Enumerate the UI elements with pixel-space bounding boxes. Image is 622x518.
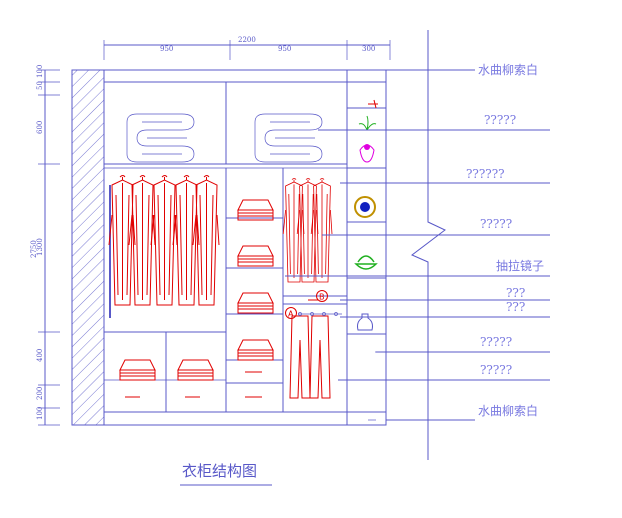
cabinet-frame <box>103 69 387 426</box>
vase-icon <box>357 313 373 331</box>
top-dimension: 2200 950 950 300 <box>103 36 391 60</box>
dim-h5: 400 <box>36 349 44 362</box>
label-5: ??? <box>506 286 525 300</box>
label-top-material: 水曲柳索白 <box>478 62 538 77</box>
quilt-right <box>254 113 323 163</box>
folded-clothes-middle <box>237 199 274 398</box>
marker-b: B <box>316 290 328 302</box>
label-6: ??? <box>506 300 525 314</box>
dim-h-total: 2750 <box>30 240 38 258</box>
dim-top-total: 2200 <box>238 36 256 44</box>
decorative-plate-icon <box>354 196 376 218</box>
label-mirror: 抽拉镜子 <box>496 258 544 273</box>
right-drawer-marks <box>368 81 378 421</box>
left-dimension: 50 100 600 2750 1300 400 200 100 <box>30 65 60 426</box>
label-bottom-material: 水曲柳索白 <box>478 403 538 418</box>
svg-text:A: A <box>288 310 294 319</box>
dim-top-right: 300 <box>362 45 375 53</box>
diagram-title: 衣柜结构图 <box>182 462 257 480</box>
label-3: ????? <box>480 217 512 231</box>
callout-labels: 水曲柳索白 ????? ?????? ????? 抽拉镜子 ??? ??? ??… <box>466 62 544 418</box>
leader-lines <box>285 69 550 421</box>
label-8: ????? <box>480 363 512 377</box>
garments-right <box>282 177 333 283</box>
dim-top-left: 950 <box>160 45 173 53</box>
svg-text:B: B <box>319 293 325 302</box>
wall-hatch <box>71 69 105 426</box>
dim-h6: 200 <box>36 387 44 400</box>
break-line <box>411 30 446 460</box>
label-2: ?????? <box>466 167 505 181</box>
bowl-icon <box>354 255 378 270</box>
label-1: ????? <box>484 113 516 127</box>
quilt-left <box>126 113 195 163</box>
garments-left <box>108 175 220 306</box>
flower-vase-icon <box>358 115 377 163</box>
dim-h2: 100 <box>36 65 44 78</box>
dim-top-mid: 950 <box>278 45 291 53</box>
dim-h3: 600 <box>36 121 44 134</box>
trousers-rack <box>289 299 342 399</box>
dim-h1: 50 <box>36 81 44 90</box>
dim-h7: 100 <box>36 407 44 420</box>
marker-a: A <box>285 307 297 319</box>
dim-h4: 1300 <box>36 238 44 256</box>
folded-clothes-bottom <box>119 359 214 398</box>
label-7: ????? <box>480 335 512 349</box>
